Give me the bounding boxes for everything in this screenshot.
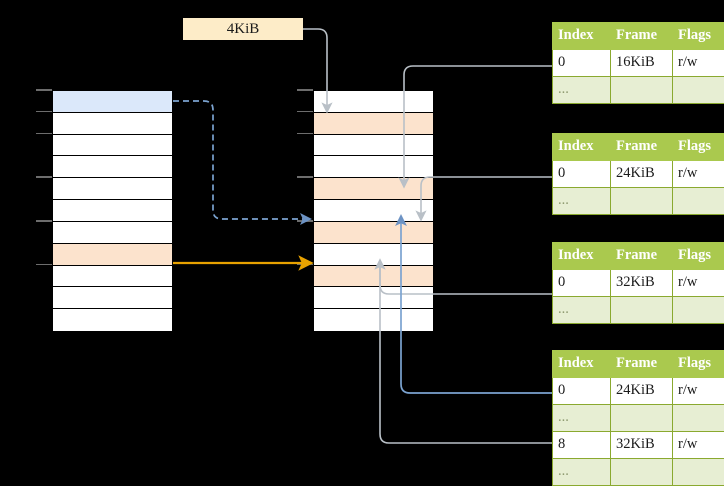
page-table-cell-index: 0 [553,161,611,188]
physical-frame-row [314,287,433,309]
physical-frame-row [314,156,433,178]
virtual-page-row [53,113,172,135]
page-table-cell-flags [673,77,724,104]
page-table-cell-flags [673,459,724,486]
page-table-header-index: Index [553,243,611,270]
page-table-cell-flags: r/w [673,432,724,459]
physical-frame-row [314,266,433,288]
middle-column-tick [297,220,313,222]
virtual-page-row [53,309,172,331]
virtual-page-row [53,266,172,288]
left-column-tick [36,220,52,222]
virtual-page-row [53,178,172,200]
virtual-page-row [53,135,172,157]
physical-memory-column [313,90,434,330]
middle-column-tick [297,111,313,113]
page-table-cell-frame: 16KiB [611,50,673,77]
physical-frame-row [314,178,433,200]
physical-frame-row [314,244,433,266]
page-table-cell-frame: 24KiB [611,161,673,188]
page-table-header-index: Index [553,23,611,50]
page-table-ellipsis-row: ... [553,405,724,432]
page-table-cell-flags: r/w [673,161,724,188]
page-table-header-frame: Frame [611,243,673,270]
middle-column-tick [297,176,313,178]
page-table-cell-flags [673,188,724,215]
virtual-page-row [53,222,172,244]
page-table-cell-flags [673,297,724,324]
virtual-page-row [53,156,172,178]
page-table-ellipsis-row: ... [553,188,724,215]
page-table-cell-frame [611,77,673,104]
page-table-cell-frame: 32KiB [611,270,673,297]
page-table-header-frame: Frame [611,23,673,50]
page-table-cell-frame [611,405,673,432]
page-table-cell-flags: r/w [673,50,724,77]
physical-frame-row [314,135,433,157]
page-table-cell-index: 0 [553,50,611,77]
left-column-tick [36,176,52,178]
middle-column-tick [297,133,313,135]
size-label-4kib: 4KiB [183,18,303,40]
page-table-cell-flags [673,405,724,432]
virtual-page-row [53,200,172,222]
physical-frame-row [314,222,433,244]
page-table-cell-index: ... [553,188,611,215]
page-table-header-flags: Flags [673,23,724,50]
virtual-page-row [53,91,172,113]
page-table-cell-index: ... [553,405,611,432]
page-table-cell-frame: 24KiB [611,378,673,405]
physical-frame-row [314,309,433,331]
page-table-header-flags: Flags [673,134,724,161]
page-table-header-frame: Frame [611,351,673,378]
page-table-header-index: Index [553,134,611,161]
left-column-tick [36,264,52,266]
middle-column-tick [297,264,313,266]
page-table-header-flags: Flags [673,243,724,270]
page-table-cell-flags: r/w [673,270,724,297]
left-column-tick [36,133,52,135]
physical-frame-row [314,113,433,135]
page-table-ellipsis-row: ... [553,459,724,486]
page-table-cell-index: 8 [553,432,611,459]
page-table-header-flags: Flags [673,351,724,378]
page-table-cell-frame [611,188,673,215]
page-table-cell-index: ... [553,77,611,104]
page-table-ellipsis-row: ... [553,297,724,324]
middle-column-tick [297,89,313,91]
left-column-tick [36,89,52,91]
page-table-cell-frame: 32KiB [611,432,673,459]
page-table-ellipsis-row: ... [553,77,724,104]
page-table-cell-frame [611,297,673,324]
virtual-page-row [53,244,172,266]
page-table-cell-flags: r/w [673,378,724,405]
page-table-cell-frame [611,459,673,486]
left-column-tick [36,111,52,113]
virtual-page-row [53,287,172,309]
page-table-header-index: Index [553,351,611,378]
page-table-header-frame: Frame [611,134,673,161]
page-table-cell-index: 0 [553,270,611,297]
page-table-cell-index: ... [553,297,611,324]
page-table-cell-index: 0 [553,378,611,405]
physical-frame-row [314,200,433,222]
page-table-cell-index: ... [553,459,611,486]
physical-frame-row [314,91,433,113]
virtual-address-space-column [52,90,173,330]
